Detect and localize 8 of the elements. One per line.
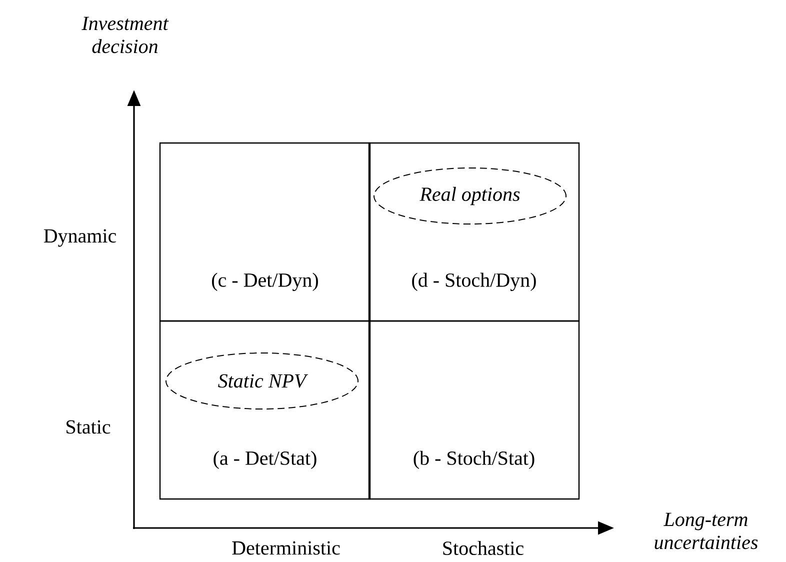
- axis-label: Deterministic: [232, 541, 340, 555]
- axis-label: Stochastic: [443, 540, 524, 556]
- quadrant-cell: (b - Stoch/Stat): [368, 320, 580, 500]
- axis-label: Dynamic: [44, 229, 116, 247]
- axis-label: Static: [66, 420, 110, 434]
- axis-title: Long-term uncertainties: [654, 512, 758, 550]
- axis-title: Investment decision: [82, 16, 169, 54]
- quadrant-cell: (c - Det/Dyn): [159, 142, 371, 322]
